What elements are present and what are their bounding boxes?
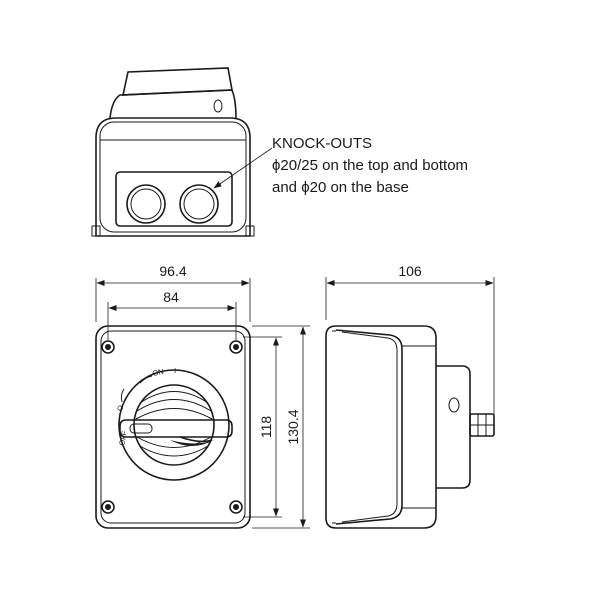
front-enclosure-outer <box>95 325 251 529</box>
rotary-dial-face <box>133 384 215 466</box>
dim-inner-width: 84 <box>163 289 179 305</box>
front-enclosure-inner <box>100 330 246 524</box>
side-marker <box>448 397 460 413</box>
screw-top-left <box>101 340 115 354</box>
knockout-hole-left <box>126 184 166 224</box>
label-off-symbol: O <box>115 403 126 413</box>
side-view <box>325 277 495 529</box>
handle-marker <box>213 99 223 113</box>
knockout-recess <box>115 171 233 227</box>
label-off: OFF <box>117 429 129 446</box>
top-view <box>91 67 273 237</box>
screw-bottom-right <box>229 500 243 514</box>
annotation-line-2: ϕ20/25 on the top and bottom <box>272 157 468 174</box>
side-enclosure <box>325 325 437 529</box>
screw-bottom-left <box>101 500 115 514</box>
front-view: ON I OFF O <box>95 278 310 529</box>
handle-body <box>109 89 237 119</box>
dim-inner-height: 118 <box>258 416 274 439</box>
on-arrow-icon <box>139 375 153 384</box>
rotary-dial-ring <box>118 369 230 481</box>
rotary-handle <box>119 419 233 438</box>
label-on: ON <box>152 367 165 378</box>
off-arrow-icon <box>120 388 125 403</box>
side-rear-mount <box>436 365 471 489</box>
side-cover <box>335 329 403 525</box>
top-enclosure <box>95 117 251 237</box>
dim-depth: 106 <box>398 263 422 279</box>
dim-overall-height: 130.4 <box>285 409 301 444</box>
knockout-leader <box>213 147 273 189</box>
annotation-line-3: and ϕ20 on the base <box>272 179 409 196</box>
screw-top-right <box>229 340 243 354</box>
label-on-symbol: I <box>174 366 176 375</box>
dim-overall-width: 96.4 <box>159 263 186 279</box>
annotation-title: KNOCK-OUTS <box>272 135 372 152</box>
knockout-hole-right <box>179 184 219 224</box>
